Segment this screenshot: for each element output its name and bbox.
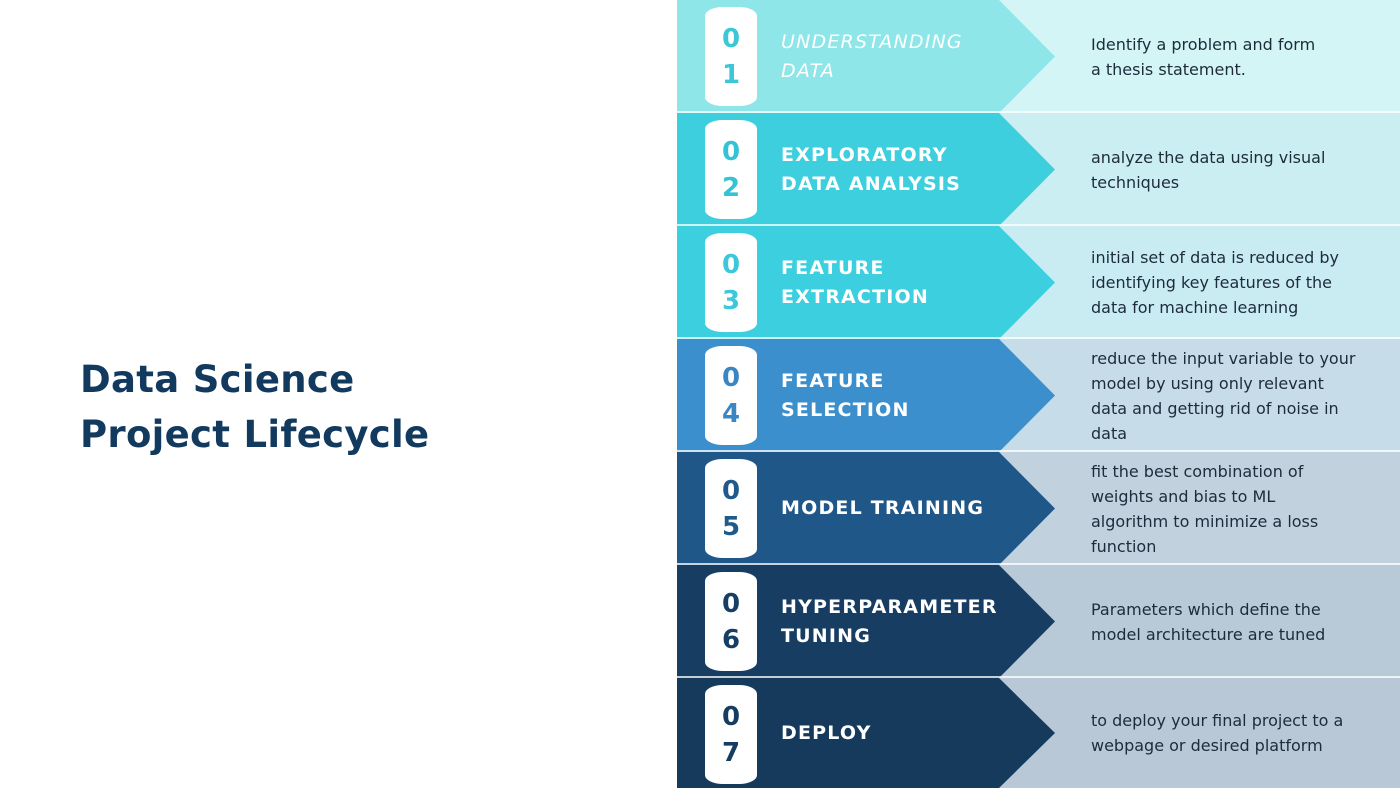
step-3-label-line-1: FEATURE [781,256,885,279]
step-4-digit-2: 4 [721,398,741,429]
step-2-digit-2: 2 [721,172,741,203]
step-6-digit-1: 0 [721,588,741,619]
step-4-label-line-1: FEATURE [781,369,885,392]
step-7-label: DEPLOY [781,678,1021,788]
step-1-divider [677,111,1400,113]
diagram-title: Data Science Project Lifecycle [80,352,600,462]
step-5-number-badge: 0 5 [705,459,757,558]
step-1-label-line-1: UNDERSTANDING [781,30,963,53]
step-6-label-line-2: TUNING [781,624,872,647]
step-5-label-line-1: MODEL TRAINING [781,497,985,519]
lifecycle-steps: 0 1 UNDERSTANDING DATA Identify a proble… [677,0,1400,788]
step-1-description: Identify a problem and form a thesis sta… [1091,34,1316,79]
step-7-description: to deploy your final project to a webpag… [1091,711,1344,755]
step-5-digit-1: 0 [721,475,741,506]
step-7-digit-2: 7 [721,737,741,768]
step-7: 0 7 DEPLOY to deploy your final project … [677,678,1400,788]
step-6-label-line-1: HYPERPARAMETER [781,595,998,618]
step-2: 0 2 EXPLORATORY DATA ANALYSIS analyze th… [677,113,1400,226]
step-1-digit-2: 1 [721,59,741,90]
step-4: 0 4 FEATURE SELECTION reduce the input v… [677,339,1400,452]
step-1-label-line-2: DATA [781,59,835,82]
step-2-label-line-1: EXPLORATORY [781,143,948,166]
step-1-digit-1: 0 [721,23,741,54]
title-line-2: Project Lifecycle [80,413,430,456]
step-7-number-badge: 0 7 [705,685,757,784]
step-1-number-badge: 0 1 [705,7,757,106]
step-3-label: FEATURE EXTRACTION [781,226,1021,339]
step-4-digit-1: 0 [721,362,741,393]
step-1-label: UNDERSTANDING DATA [781,0,1021,113]
step-5-divider [677,563,1400,565]
step-7-digit-1: 0 [721,701,741,732]
step-3-label-line-2: EXTRACTION [781,285,929,308]
step-2-divider [677,224,1400,226]
step-2-digit-1: 0 [721,136,741,167]
step-3-digit-2: 3 [721,285,741,316]
step-4-description: reduce the input variable to your model … [1091,348,1356,443]
step-5: 0 5 MODEL TRAINING fit the best combinat… [677,452,1400,565]
step-3-digit-1: 0 [721,249,741,280]
step-3-divider [677,337,1400,339]
step-6-digit-2: 6 [721,624,741,655]
step-3: 0 3 FEATURE EXTRACTION initial set of da… [677,226,1400,339]
step-1: 0 1 UNDERSTANDING DATA Identify a proble… [677,0,1400,113]
step-6-divider [677,676,1400,678]
step-5-description: fit the best combination of weights and … [1091,461,1319,556]
step-5-label: MODEL TRAINING [781,452,1021,565]
step-7-label-line-1: DEPLOY [781,721,872,744]
step-6: 0 6 HYPERPARAMETER TUNING Parameters whi… [677,565,1400,678]
step-3-description: initial set of data is reduced by identi… [1091,248,1339,317]
step-2-label: EXPLORATORY DATA ANALYSIS [781,113,1021,226]
step-6-description: Parameters which define the model archit… [1091,599,1326,644]
step-4-label: FEATURE SELECTION [781,339,1021,452]
step-5-digit-2: 5 [721,511,741,542]
step-4-label-line-2: SELECTION [781,398,910,421]
step-2-label-line-2: DATA ANALYSIS [781,172,962,195]
step-4-number-badge: 0 4 [705,346,757,445]
step-6-number-badge: 0 6 [705,572,757,671]
step-6-label: HYPERPARAMETER TUNING [781,565,1021,678]
step-2-description: analyze the data using visual techniques [1091,147,1326,192]
step-3-number-badge: 0 3 [705,233,757,332]
step-4-divider [677,450,1400,452]
title-line-1: Data Science [80,358,355,401]
step-2-number-badge: 0 2 [705,120,757,219]
